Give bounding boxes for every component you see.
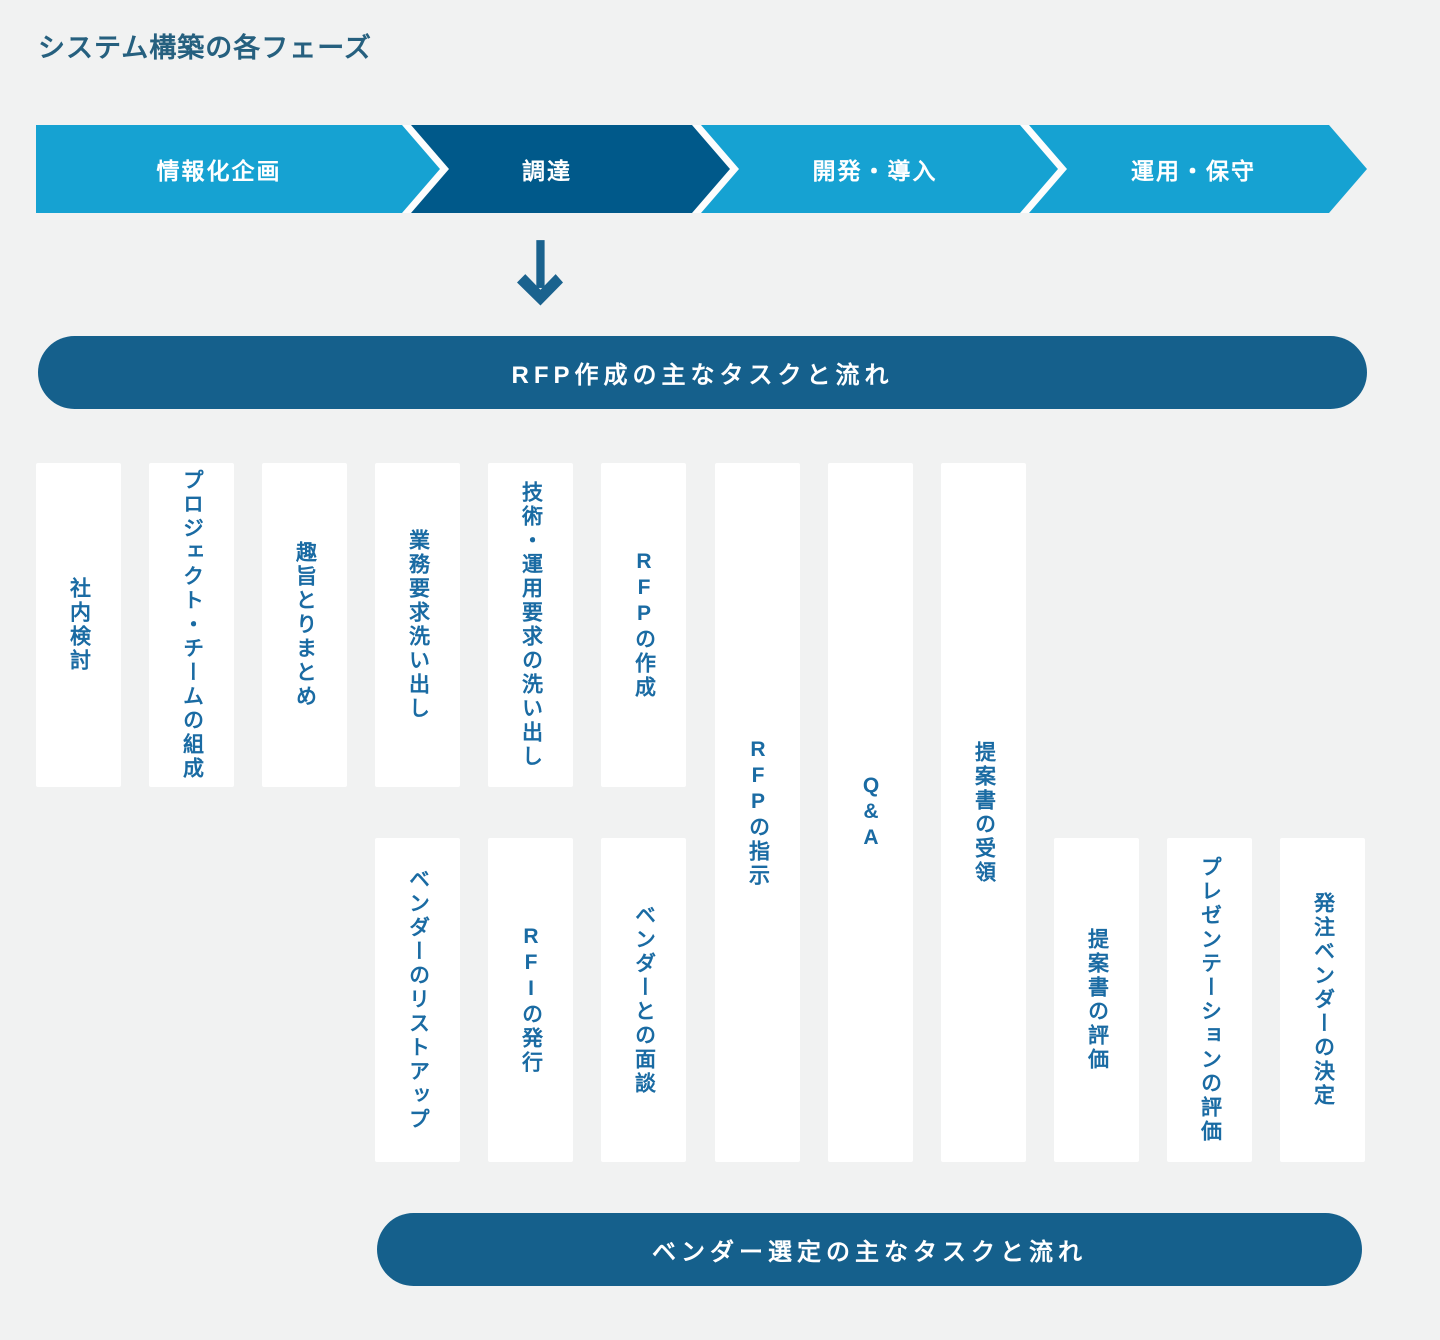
phase-segment-planning: 情報化企画 bbox=[36, 125, 440, 213]
task-label: 提案書の評価 bbox=[1085, 928, 1109, 1072]
task-box: ベンダーのリストアップ bbox=[375, 838, 460, 1162]
task-box: 技術・運用要求の洗い出し bbox=[488, 463, 573, 787]
task-label: プロジェクト・チームの組成 bbox=[180, 469, 204, 781]
task-label: 発注ベンダーの決定 bbox=[1311, 892, 1335, 1108]
task-box: RFPの作成 bbox=[601, 463, 686, 787]
vendor-selection-banner: ベンダー選定の主なタスクと流れ bbox=[377, 1213, 1362, 1286]
task-box: 社内検討 bbox=[36, 463, 121, 787]
task-label: 社内検討 bbox=[67, 577, 91, 673]
task-box: 提案書の受領 bbox=[941, 463, 1026, 1162]
task-box: プレゼンテーションの評価 bbox=[1167, 838, 1252, 1162]
task-box: 発注ベンダーの決定 bbox=[1280, 838, 1365, 1162]
task-label: ベンダーとの面談 bbox=[632, 904, 656, 1096]
task-label: Q&A bbox=[859, 773, 883, 852]
phase-segment-operation: 運用・保守 bbox=[1020, 125, 1367, 213]
phase-arrow-wrap: 情報化企画 bbox=[36, 125, 402, 213]
rfp-tasks-banner: RFP作成の主なタスクと流れ bbox=[38, 336, 1367, 409]
task-label: 業務要求洗い出し bbox=[406, 529, 430, 721]
phase-segment-development: 開発・導入 bbox=[692, 125, 1058, 213]
task-box: RFPの指示 bbox=[715, 463, 800, 1162]
task-label: プレゼンテーションの評価 bbox=[1198, 856, 1222, 1144]
task-label: RFPの指示 bbox=[746, 737, 770, 888]
task-box: 趣旨とりまとめ bbox=[262, 463, 347, 787]
task-box: ベンダーとの面談 bbox=[601, 838, 686, 1162]
page-title: システム構築の各フェーズ bbox=[38, 33, 372, 63]
task-label: RFPの作成 bbox=[632, 550, 656, 700]
phase-arrow-wrap: 運用・保守 bbox=[1020, 125, 1367, 213]
task-box: RFIの発行 bbox=[488, 838, 573, 1162]
task-box: Q&A bbox=[828, 463, 913, 1162]
task-label: ベンダーのリストアップ bbox=[406, 868, 430, 1132]
down-arrow-icon bbox=[517, 240, 563, 306]
task-label: RFIの発行 bbox=[519, 925, 543, 1075]
task-box: 提案書の評価 bbox=[1054, 838, 1139, 1162]
task-label: 技術・運用要求の洗い出し bbox=[519, 481, 543, 769]
task-label: 提案書の受領 bbox=[972, 740, 996, 885]
task-label: 趣旨とりまとめ bbox=[293, 541, 317, 709]
task-box: プロジェクト・チームの組成 bbox=[149, 463, 234, 787]
task-box: 業務要求洗い出し bbox=[375, 463, 460, 787]
phase-arrow-wrap: 開発・導入 bbox=[692, 125, 1058, 213]
